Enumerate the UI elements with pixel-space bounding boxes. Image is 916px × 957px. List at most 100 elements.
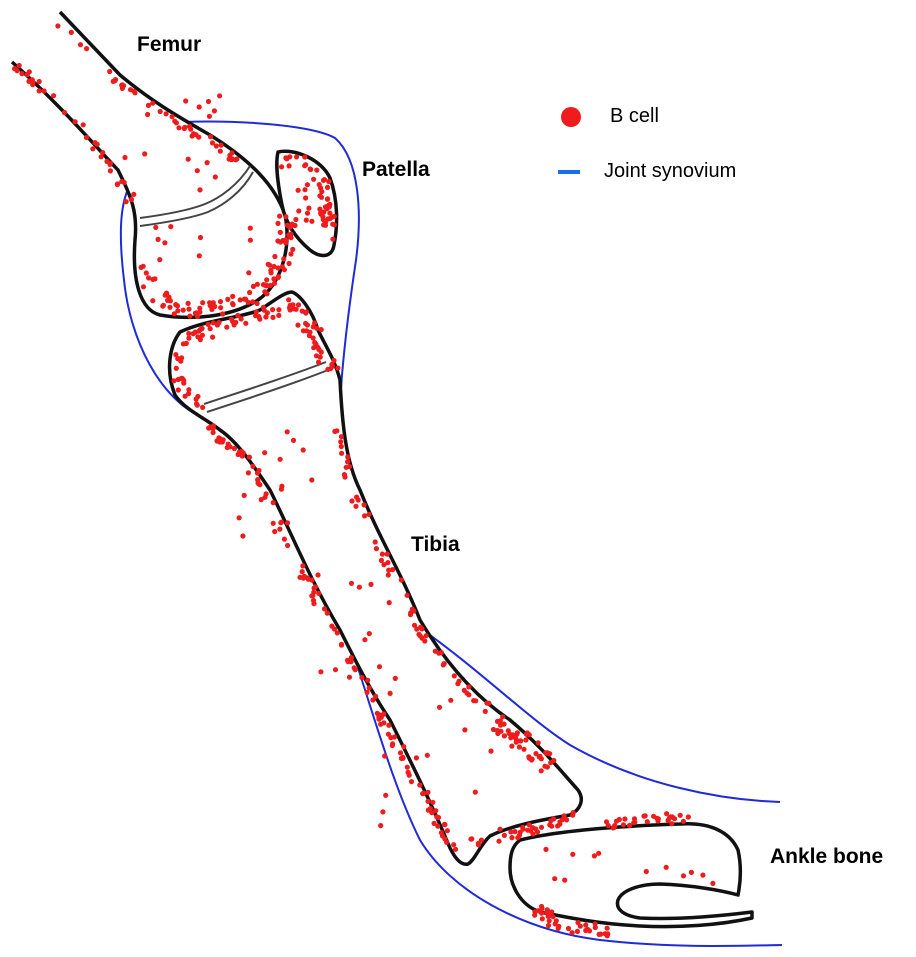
bcell-dot: [399, 577, 404, 582]
bcell-dot: [186, 331, 191, 336]
bcell-dot: [327, 211, 332, 216]
bcell-legend-marker: [561, 107, 581, 127]
bcell-dot: [570, 852, 575, 857]
bcell-dot: [250, 299, 255, 304]
bcell-dot: [302, 574, 307, 579]
bcell-dot: [386, 568, 391, 573]
bcell-dot: [265, 283, 270, 288]
bcell-dot: [262, 495, 267, 500]
bcell-dot: [304, 218, 309, 223]
bcell-dot: [412, 623, 417, 628]
bcell-dot: [129, 197, 134, 202]
bcell-dot: [232, 446, 237, 451]
bcell-dot: [279, 487, 284, 492]
bcell-dot: [560, 817, 565, 822]
bcell-dot: [617, 817, 622, 822]
bcell-dot: [551, 816, 556, 821]
bcell-dot: [139, 265, 144, 270]
bcell-dot: [142, 151, 147, 156]
bcell-dot: [122, 155, 127, 160]
bcell-dot: [186, 301, 191, 306]
bcell-dot: [246, 470, 251, 475]
bcell-dot: [325, 196, 330, 201]
bcell-dot: [207, 300, 212, 305]
bcell-dot: [549, 824, 554, 829]
bcell-dot: [84, 135, 89, 140]
bcell-dot: [248, 226, 253, 231]
bcell-dot: [256, 481, 261, 486]
bcell-dot: [377, 712, 382, 717]
bcell-dot: [517, 744, 522, 749]
bcell-dot: [275, 238, 280, 243]
bcell-dot: [385, 560, 390, 565]
bcell-dot: [593, 925, 598, 930]
bcell-dot: [301, 328, 306, 333]
bcell-dot: [409, 779, 414, 784]
bcell-dot: [303, 162, 308, 167]
bcell-dot: [281, 256, 286, 261]
bcell-dot: [287, 163, 292, 168]
bcell-dot: [686, 814, 691, 819]
bcell-dot: [257, 317, 262, 322]
bcell-dot: [495, 719, 500, 724]
bcell-dot: [131, 192, 136, 197]
bcell-dot: [335, 630, 340, 635]
bcell-dot: [562, 878, 567, 883]
bcell-dot: [311, 177, 316, 182]
bcell-dot: [27, 69, 32, 74]
bcell-dot: [278, 230, 283, 235]
bcell-dot: [219, 143, 224, 148]
bcell-dot: [124, 199, 129, 204]
bcell-dot: [445, 828, 450, 833]
bcell-dot: [512, 829, 517, 834]
bcell-dot: [344, 465, 349, 470]
bcell-dot: [186, 336, 191, 341]
bcell-dot: [349, 581, 354, 586]
bcell-dot: [172, 119, 177, 124]
bcell-dot: [710, 881, 715, 886]
bcell-dot: [197, 187, 202, 192]
bcell-dot: [234, 156, 239, 161]
bcell-dot: [174, 366, 179, 371]
bcell-dot: [326, 216, 331, 221]
bcell-dot: [316, 360, 321, 365]
bcell-dot: [305, 322, 310, 327]
bcell-dot: [161, 303, 166, 308]
bcell-dot: [380, 552, 385, 557]
bcell-dot: [73, 119, 78, 124]
bcell-dot: [37, 79, 42, 84]
bcell-dot: [42, 88, 47, 93]
bcell-dot: [367, 685, 372, 690]
bcell-dot: [276, 313, 281, 318]
bcell-dot: [664, 865, 669, 870]
bcell-dot: [78, 42, 83, 47]
bcell-dot: [284, 156, 289, 161]
bcell-dot: [319, 350, 324, 355]
bcell-dot: [246, 300, 251, 305]
bcell-dot: [325, 611, 330, 616]
bcell-dot: [523, 737, 528, 742]
bcell-dot: [429, 810, 434, 815]
bcell-dot: [168, 298, 173, 303]
bcell-dot: [92, 140, 97, 145]
bcell-legend-label: B cell: [610, 105, 659, 128]
bcell-dot: [349, 659, 354, 664]
bcell-dot: [208, 326, 213, 331]
bcell-dot: [378, 722, 383, 727]
bcell-dot: [401, 744, 406, 749]
bcell-dot: [374, 546, 379, 551]
bcell-dot: [604, 819, 609, 824]
bcell-dot: [283, 240, 288, 245]
bcell-dot: [90, 146, 95, 151]
bcell-dot: [339, 434, 344, 439]
bcell-dot: [296, 302, 301, 307]
bcell-dot: [425, 799, 430, 804]
bcell-dot: [318, 669, 323, 674]
bcell-dot: [547, 918, 552, 923]
bcell-dot: [62, 110, 67, 115]
bcell-dot: [213, 174, 218, 179]
bcell-dot: [119, 83, 124, 88]
bcell-dot: [424, 633, 429, 638]
bcell-dot: [509, 744, 514, 749]
bcell-dot: [365, 690, 370, 695]
